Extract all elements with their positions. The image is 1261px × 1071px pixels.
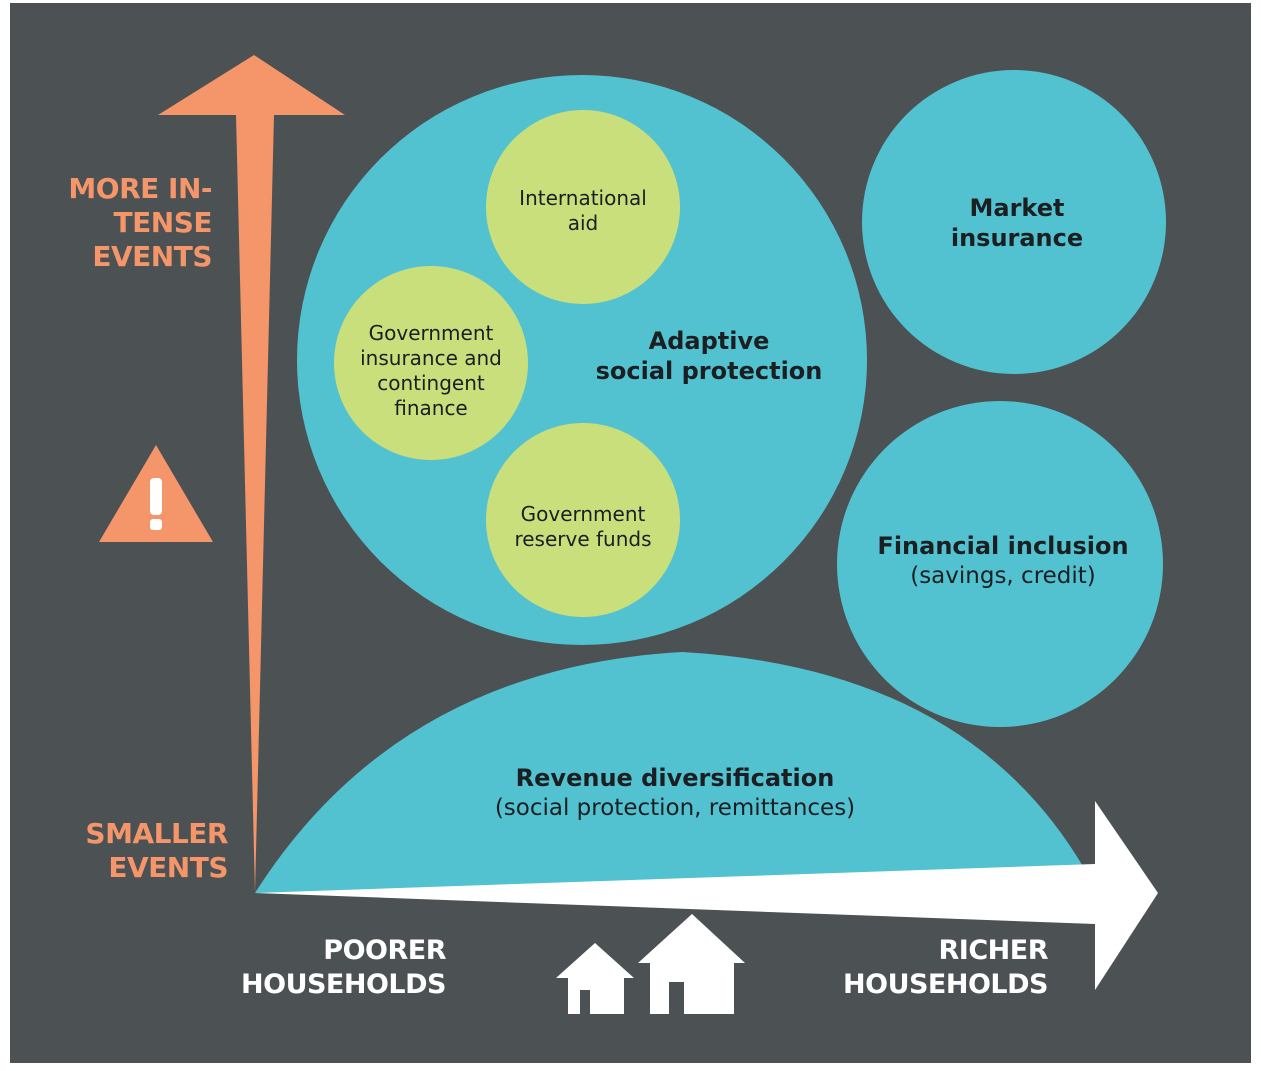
poorer-households-line-2: HOUSEHOLDS [241,969,446,1000]
market-insurance-label: Market insurance [914,193,1120,253]
horizontal-axis-arrow [255,801,1158,990]
financial-inclusion-subtitle: (savings, credit) [910,563,1096,589]
warning-triangle-icon [99,445,213,542]
market-insurance-line-1: Market [969,194,1065,222]
more-intense-events-label: MORE IN- TENSE EVENTS [40,172,212,274]
market-insurance-line-2: insurance [950,224,1084,252]
revenue-diversification-label: Revenue diversification (social protecti… [420,763,930,823]
revenue-diversification-subtitle: (social protection, remittances) [494,795,856,821]
international-aid-line-2: aid [567,211,599,235]
government-insurance-circle [334,266,528,460]
adaptive-social-protection-circle [297,75,867,645]
revenue-diversification-dome [255,652,1084,893]
financial-inclusion-circle [837,401,1163,727]
more-intense-events-line-2: TENSE [113,206,213,239]
government-reserve-funds-circle [486,423,680,617]
market-insurance-circle [862,70,1166,374]
financial-inclusion-label: Financial inclusion (savings, credit) [858,531,1148,591]
richer-households-line-1: RICHER [938,935,1049,966]
international-aid-line-1: International [519,186,647,210]
richer-households-line-2: HOUSEHOLDS [843,969,1048,1000]
smaller-events-line-2: EVENTS [108,851,228,884]
vertical-axis-arrow [158,55,345,893]
government-reserve-funds-label: Government reserve funds [488,502,678,552]
adaptive-social-protection-line-2: social protection [595,357,823,385]
poorer-households-line-1: POORER [323,935,446,966]
government-insurance-line-3: contingent [377,371,485,395]
international-aid-circle [486,110,680,304]
government-insurance-line-1: Government [368,321,494,345]
smaller-events-line-1: SMALLER [85,817,228,850]
smaller-events-label: SMALLER EVENTS [40,817,228,885]
international-aid-label: International aid [493,186,673,236]
government-insurance-label: Government insurance and contingent fina… [336,321,526,421]
government-insurance-line-4: finance [394,396,468,420]
adaptive-social-protection-label: Adaptive social protection [578,326,840,386]
houses-icon [556,914,745,1014]
revenue-diversification-title: Revenue diversification [515,764,835,792]
government-insurance-line-2: insurance and [360,346,502,370]
richer-households-label: RICHER HOUSEHOLDS [810,934,1048,1002]
more-intense-events-line-3: EVENTS [92,240,212,273]
poorer-households-label: POORER HOUSEHOLDS [208,934,446,1002]
government-reserve-funds-line-1: Government [520,502,646,526]
government-reserve-funds-line-2: reserve funds [514,527,652,551]
adaptive-social-protection-line-1: Adaptive [648,327,770,355]
more-intense-events-line-1: MORE IN- [68,172,212,205]
financial-inclusion-title: Financial inclusion [877,532,1129,560]
